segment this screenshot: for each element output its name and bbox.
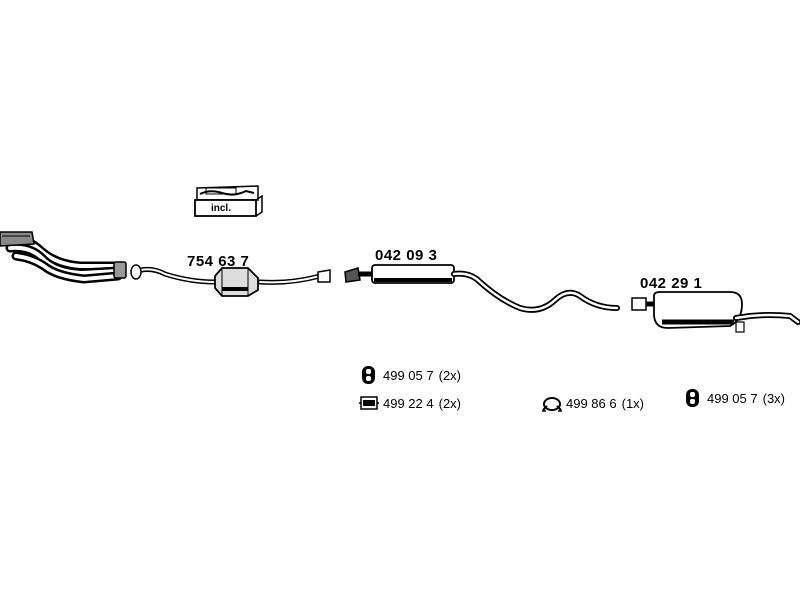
accessory-code: 499 05 7 [383, 367, 434, 383]
exhaust-manifold [0, 231, 127, 284]
clamp-icon [359, 396, 379, 410]
accessory-code: 499 22 4 [383, 395, 434, 411]
accessory-quantity: (1x) [621, 395, 644, 411]
catalytic-converter-part-number: 754 63 7 [187, 253, 250, 270]
rubber-hanger-icon [686, 389, 699, 407]
accessory-quantity: (3x) [762, 390, 785, 406]
rear-silencer [631, 291, 800, 333]
accessory-item: 499 22 4 (2x) [358, 393, 461, 413]
accessory-code: 499 86 6 [566, 395, 617, 411]
accessory-code: 499 05 7 [707, 390, 758, 406]
rubber-hanger-icon [362, 366, 375, 384]
gasket-ring-icon [542, 397, 562, 412]
accessory-item: 499 05 7 (3x) [682, 388, 785, 408]
front-silencer [344, 264, 620, 313]
accessory-item: 499 86 6 (1x) [541, 393, 644, 413]
accessory-item: 499 05 7 (2x) [358, 365, 461, 385]
mounting-kit-box-icon [194, 185, 263, 217]
catalytic-converter [130, 264, 331, 297]
kit-box-label: incl. [210, 203, 231, 214]
front-silencer-part-number: 042 09 3 [375, 247, 438, 264]
accessory-quantity: (2x) [438, 367, 461, 383]
rear-silencer-part-number: 042 29 1 [640, 275, 703, 292]
accessory-quantity: (2x) [438, 395, 461, 411]
